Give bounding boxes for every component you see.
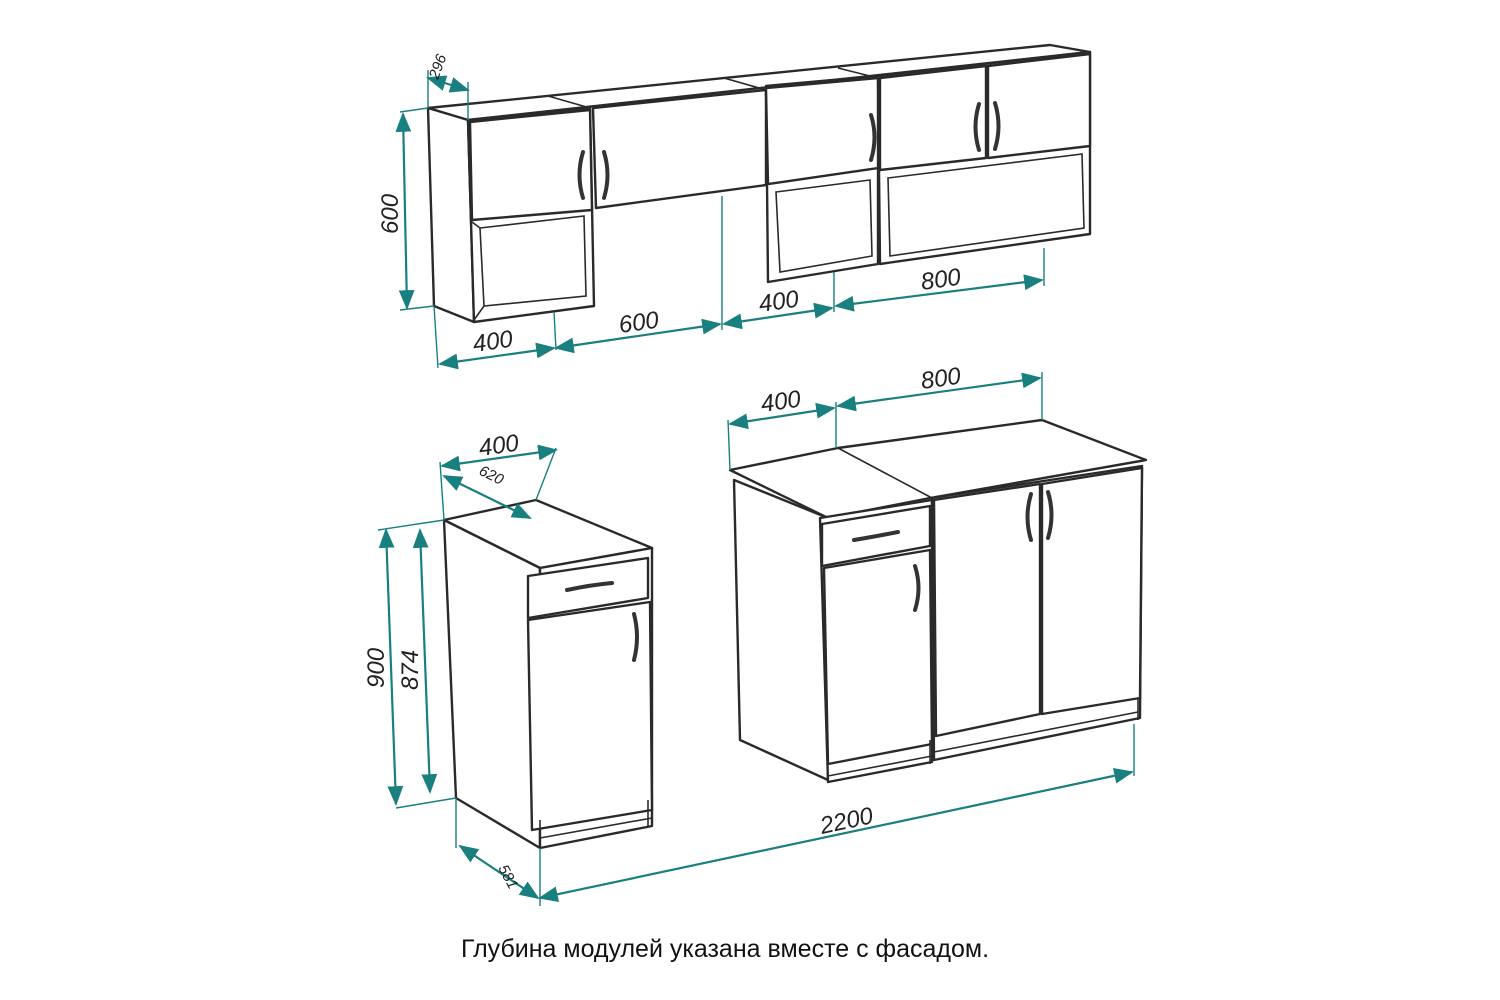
depth-note: Глубина модулей указана вместе с фасадом… bbox=[460, 935, 990, 963]
base-cabinets-combo bbox=[728, 418, 1148, 784]
door-front bbox=[932, 482, 1042, 738]
dim-total-length: 2200 bbox=[817, 802, 876, 840]
dim-height-body: 874 bbox=[397, 650, 424, 690]
dim-height-total: 900 bbox=[363, 647, 390, 688]
dim-single-width: 400 bbox=[477, 430, 521, 462]
upper-cabinets bbox=[426, 43, 1092, 324]
handle-icon bbox=[852, 530, 900, 542]
handle-icon bbox=[973, 102, 981, 152]
handle-icon bbox=[632, 612, 639, 662]
dim-upper-w1: 400 bbox=[471, 326, 515, 358]
dim-base-top-w1: 400 bbox=[759, 386, 803, 418]
dim-upper-height: 600 bbox=[377, 193, 404, 234]
door-front bbox=[1040, 466, 1144, 716]
handle-icon bbox=[577, 150, 585, 200]
handle-icon bbox=[993, 101, 1001, 151]
handle-icon bbox=[1046, 490, 1054, 540]
handle-icon bbox=[1025, 492, 1033, 542]
dim-upper-w4: 800 bbox=[919, 264, 963, 296]
handle-icon bbox=[913, 564, 921, 612]
dim-base-top-w2: 800 bbox=[919, 363, 963, 395]
dim-single-top-depth: 620 bbox=[476, 462, 507, 489]
handle-icon bbox=[869, 113, 877, 162]
door-front bbox=[526, 600, 654, 832]
upper-cabinet-2 bbox=[591, 88, 768, 210]
dimension-lines bbox=[377, 70, 1135, 906]
handle-icon bbox=[602, 150, 610, 200]
dim-upper-w3: 400 bbox=[757, 286, 801, 318]
dim-single-depth: 581 bbox=[494, 862, 521, 892]
door-front bbox=[822, 548, 934, 766]
dim-upper-w2: 600 bbox=[617, 307, 661, 339]
handle-icon bbox=[565, 581, 614, 592]
dim-upper-depth: 296 bbox=[425, 51, 450, 82]
base-cabinet-single bbox=[442, 498, 654, 850]
